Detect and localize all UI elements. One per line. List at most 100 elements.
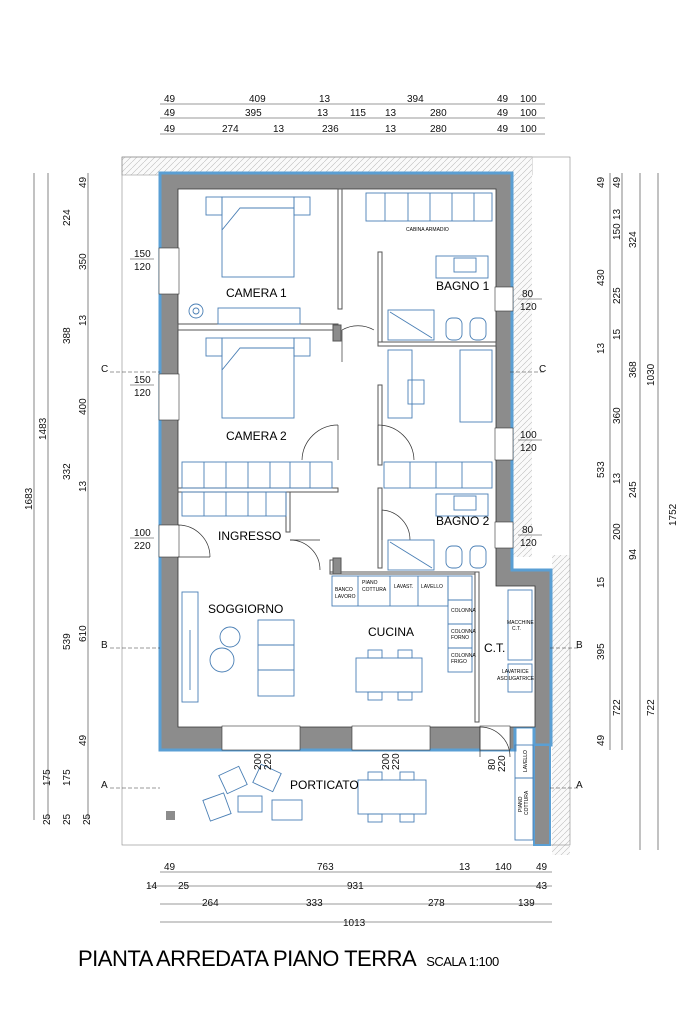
section-b-left: B	[101, 640, 108, 651]
dim-bot2-2: 931	[347, 881, 364, 892]
dim-right-inner-8: 200	[612, 523, 623, 540]
dim-top3-6: 49	[497, 124, 509, 135]
win5-b: 120	[520, 443, 537, 454]
room-soggiorno: SOGGIORNO	[208, 602, 283, 616]
dim-top2-1: 395	[245, 108, 262, 119]
win3-b: 220	[134, 541, 151, 552]
dim-bot2-3: 43	[536, 881, 548, 892]
label-lavatrice-2: ASCIUGATRICE	[497, 676, 535, 682]
window-dim-texts: 150 120 150 120 100 220 80 120 100 120 8…	[134, 249, 537, 772]
label-col-frigo-1: COLONNA	[451, 653, 476, 659]
dim-right-mid-4: 94	[628, 548, 639, 560]
win1-b: 120	[134, 262, 151, 273]
win8-a: 200	[381, 753, 392, 770]
dim-right-inner-2: 150	[612, 223, 623, 240]
dims-right: 49 13 150 225 15 13 360 13 200 15 395 49…	[596, 176, 679, 746]
section-c-left: C	[101, 364, 108, 375]
dimension-lines	[33, 103, 659, 923]
dim-left-inner-4: 388	[62, 327, 73, 344]
win6-a: 80	[522, 525, 534, 536]
dim-right-inner-7: 13	[612, 472, 623, 484]
dim-left-inner-3: 13	[78, 314, 89, 326]
dim-top2-3: 115	[350, 108, 366, 119]
dim-left-inner-7: 13	[78, 480, 89, 492]
dim-bot2-1: 25	[178, 881, 190, 892]
label-colonna: COLONNA	[451, 608, 476, 614]
dim-left-mid-3: 25	[42, 813, 53, 825]
fixture-labels: CABINA ARMADIO BANCO LAVORO PIANO COTTUR…	[335, 227, 535, 815]
door-swings	[177, 325, 511, 758]
win9-b: 220	[497, 755, 508, 772]
dim-bot1-2: 13	[459, 862, 471, 873]
label-piano-2: COTTURA	[362, 587, 387, 593]
dim-left-inner-8: 610	[78, 625, 89, 642]
dims-top: 49 409 13 394 49 100 49 395 13 115 13 28…	[164, 94, 537, 135]
dim-right-mid-3: 245	[628, 481, 639, 498]
dim-left-outer-0: 1683	[24, 487, 35, 510]
dim-left-inner-6: 332	[62, 463, 73, 480]
dim-left-mid-1: 539	[62, 633, 73, 650]
dim-top1-5: 100	[520, 94, 537, 105]
label-col-forno-2: FORNO	[451, 635, 469, 641]
dim-bot3-2: 278	[428, 898, 445, 909]
dim-top2-4: 13	[385, 108, 397, 119]
dim-top1-3: 394	[407, 94, 424, 105]
dim-right-outer-0: 1030	[646, 363, 657, 386]
section-marks	[110, 371, 580, 789]
dim-right-inner-0: 49	[612, 176, 623, 188]
label-banco-2: LAVORO	[335, 594, 356, 600]
dim-left-inner-0: 49	[78, 176, 89, 188]
dim-left-inner-11: 25	[62, 813, 73, 825]
label-macchine-2: C.T.	[512, 626, 521, 632]
room-labels: CAMERA 1 BAGNO 1 CAMERA 2 BAGNO 2 INGRES…	[208, 279, 505, 792]
dim-top2-2: 13	[317, 108, 329, 119]
dim-bot1-0: 49	[164, 862, 176, 873]
dim-left-mid-0: 1483	[38, 417, 49, 440]
dim-bot2-0: 14	[146, 881, 158, 892]
dim-right-mid-2: 368	[628, 361, 639, 378]
dim-top3-5: 280	[430, 124, 447, 135]
room-ingresso: INGRESSO	[218, 529, 281, 543]
dim-left-inner-1: 224	[62, 209, 73, 226]
section-b-right: B	[576, 640, 583, 651]
win4-a: 80	[522, 289, 534, 300]
dim-right-mid-5: 722	[612, 699, 623, 716]
dim-right-mid2-1: 533	[596, 461, 607, 478]
dim-left-inner-5: 400	[78, 398, 89, 415]
dim-right-inner-9: 15	[596, 576, 607, 588]
dim-bot3-3: 139	[518, 898, 535, 909]
dim-right-mid2-0: 430	[596, 269, 607, 286]
room-bagno1: BAGNO 1	[436, 279, 490, 293]
label-lavast: LAVAST.	[394, 584, 413, 590]
dim-left-inner-2: 350	[78, 253, 89, 270]
section-c-right: C	[539, 364, 546, 375]
dim-right-mid-0: 49	[596, 176, 607, 188]
dim-right-inner-10: 395	[596, 643, 607, 660]
dim-bot3-0: 264	[202, 898, 219, 909]
win8-b: 220	[391, 753, 402, 770]
win2-a: 150	[134, 375, 151, 386]
dim-right-inner-5: 13	[596, 342, 607, 354]
dim-top3-2: 13	[273, 124, 285, 135]
dim-bot1-3: 140	[495, 862, 512, 873]
dim-top3-3: 236	[322, 124, 339, 135]
dim-left-inner-12: 25	[82, 813, 93, 825]
label-piano-ext-1: PIANO	[518, 796, 524, 812]
window-openings	[158, 247, 514, 751]
dim-top3-0: 49	[164, 124, 176, 135]
dim-top2-0: 49	[164, 108, 176, 119]
dims-left: 1683 1483 539 175 25 49 224 350 13 388 4…	[24, 176, 93, 825]
label-lavello: LAVELLO	[421, 584, 443, 590]
dim-bot4-0: 1013	[343, 918, 366, 929]
dim-right-outer-1: 1752	[668, 503, 679, 526]
dim-right-inner-3: 225	[612, 287, 623, 304]
dim-right-mid2-2: 722	[646, 699, 657, 716]
room-ct: C.T.	[484, 641, 505, 655]
section-a-right: A	[576, 780, 583, 791]
window-dims	[130, 258, 542, 539]
dim-top2-5: 280	[430, 108, 447, 119]
dim-right-inner-11: 49	[596, 734, 607, 746]
win1-a: 150	[134, 249, 151, 260]
win5-a: 100	[520, 430, 537, 441]
